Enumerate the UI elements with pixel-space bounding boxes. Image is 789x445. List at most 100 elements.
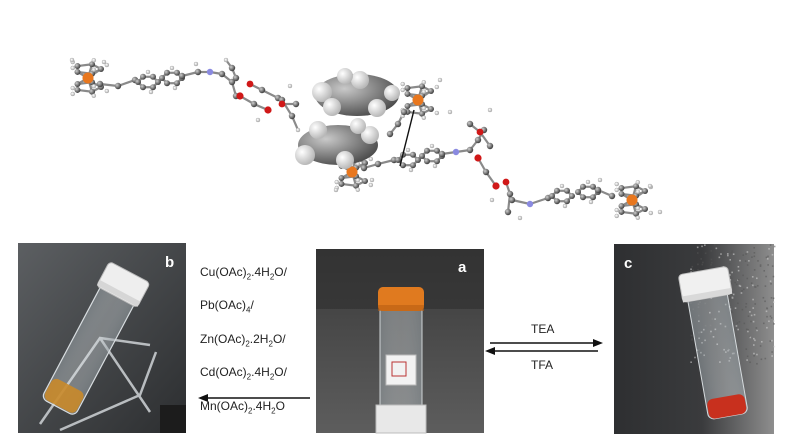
texture-speck — [764, 285, 767, 287]
texture-speck — [766, 326, 768, 329]
texture-speck — [747, 328, 749, 331]
texture-speck — [690, 271, 692, 273]
oxygen-atom — [236, 92, 244, 100]
texture-speck — [704, 252, 707, 255]
texture-speck — [710, 250, 713, 252]
texture-speck — [732, 253, 735, 256]
texture-speck — [745, 348, 748, 350]
texture-speck — [751, 256, 753, 258]
photo-c-label: c — [624, 255, 632, 272]
carbon-atom — [98, 66, 104, 72]
oxygen-atom — [502, 178, 510, 186]
photo-a: a — [316, 249, 484, 434]
texture-speck — [746, 264, 749, 266]
hydrogen-atom — [91, 67, 97, 72]
hydrogen-atom — [405, 147, 411, 153]
texture-speck — [739, 259, 741, 262]
texture-speck — [753, 246, 755, 249]
carbon-atom — [258, 86, 266, 94]
carbon-atom — [642, 206, 648, 212]
texture-speck — [773, 245, 776, 248]
hydrogen-atom — [369, 177, 375, 183]
hydrogen-atom — [70, 91, 75, 97]
texture-speck — [754, 303, 757, 305]
hydrogen-atom — [91, 58, 97, 63]
carbon-atom — [564, 187, 570, 194]
hydrogen-atom — [355, 178, 361, 183]
carbon-atom — [554, 187, 560, 194]
texture-speck — [731, 250, 734, 252]
hydrogen-atom — [91, 84, 97, 89]
texture-speck — [759, 264, 762, 266]
reagent-line: Zn(OAc)2.2H2O/ — [200, 331, 286, 349]
texture-speck — [746, 359, 748, 361]
texture-speck — [742, 254, 745, 256]
carbon-atom — [554, 198, 560, 205]
hydrogen-atom — [434, 84, 440, 90]
iron-atom — [626, 194, 638, 206]
texture-speck — [696, 246, 699, 249]
texture-speck — [750, 314, 753, 317]
hydrogen-atom — [368, 156, 374, 162]
carbon-atom — [174, 69, 180, 76]
texture-speck — [737, 269, 740, 272]
texture-speck — [737, 279, 740, 281]
hydrogen-atom — [101, 59, 107, 65]
texture-speck — [765, 275, 767, 278]
texture-speck — [771, 355, 773, 357]
carbon-atom — [89, 61, 96, 68]
photo-a-label: a — [458, 259, 467, 276]
hydrogen-atom — [104, 62, 110, 68]
carbon-atom — [486, 142, 494, 150]
texture-speck — [759, 265, 762, 268]
reagent-line: Cd(OAc)2.4H2O/ — [200, 365, 287, 382]
texture-speck — [756, 284, 759, 287]
carbon-atom — [353, 182, 360, 189]
texture-speck — [750, 282, 753, 284]
carbon-atom — [178, 72, 186, 80]
oxygen-atom — [264, 106, 272, 114]
texture-speck — [771, 253, 774, 256]
hydrogen-atom — [70, 65, 75, 71]
carbon-atom — [428, 88, 434, 94]
carbon-atom — [150, 73, 156, 80]
texture-speck — [770, 282, 772, 285]
hydrogen-atom — [647, 183, 653, 189]
oxygen-atom — [492, 182, 500, 190]
hydrogen-atom — [255, 117, 261, 123]
texture-speck — [730, 277, 733, 280]
hydrogen-atom — [334, 179, 339, 185]
reagent-list: Cu(OAc)2.4H2O/ Pb(OAc)4/ Zn(OAc)2.2H2O/ … — [200, 258, 318, 425]
carbon-atom — [608, 192, 616, 200]
carbon-atom — [89, 88, 96, 95]
texture-speck — [754, 339, 756, 342]
texture-speck — [710, 263, 712, 266]
hydrogen-atom — [169, 65, 175, 71]
iron-atom — [82, 72, 94, 84]
texture-speck — [746, 277, 749, 280]
photo-c: c — [614, 244, 776, 434]
texture-speck — [746, 355, 749, 358]
carbon-atom — [580, 194, 586, 201]
hydrogen-atom — [295, 127, 301, 133]
carbon-atom — [580, 183, 586, 190]
hydrogen-atom — [635, 206, 641, 211]
carbon-atom — [228, 78, 236, 86]
texture-speck — [734, 307, 737, 309]
texture-speck — [752, 298, 754, 301]
texture-speck — [760, 358, 763, 361]
carbon-atom — [360, 164, 368, 172]
texture-speck — [690, 334, 693, 337]
texture-speck — [739, 285, 742, 288]
hydrogen-atom — [193, 61, 199, 67]
carbon-atom — [410, 162, 416, 169]
texture-speck — [747, 315, 750, 317]
carbon-atom — [466, 146, 474, 154]
crystal-structure-model — [69, 57, 663, 221]
texture-speck — [741, 308, 744, 311]
carbon-atom — [474, 136, 482, 144]
texture-speck — [763, 270, 766, 272]
hydrogen-atom — [447, 109, 453, 115]
carbon-atom — [74, 86, 81, 93]
